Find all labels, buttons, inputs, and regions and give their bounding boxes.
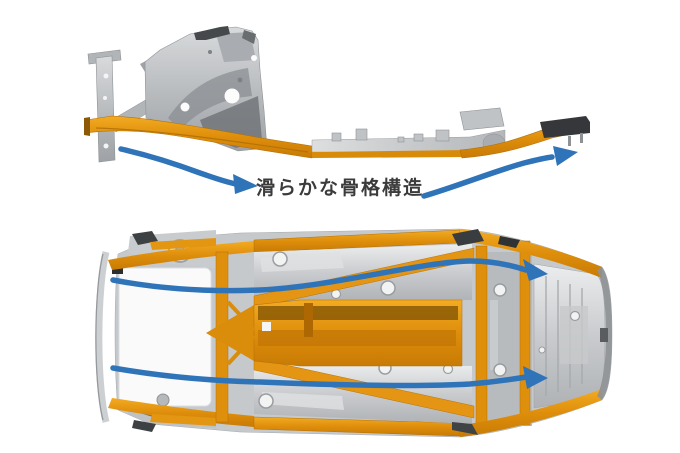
flow-arrow-underbody-upper-icon [110,258,548,294]
rear-rail-dark-tip [540,116,590,138]
rear-structure [452,229,612,437]
floor-sill [311,128,506,158]
rear-bracket [459,107,505,131]
tunnel-recess [258,306,458,320]
front-apron-panel [144,26,268,152]
panel-hole [224,88,240,104]
cowl-top-dark-part [194,26,230,40]
flow-arrow-side-right-icon [421,146,578,199]
flow-arrow-side-left-icon [118,146,258,194]
center-tunnel [206,299,463,367]
flow-arrow-underbody-lower-icon [110,365,548,389]
underbody-view [95,228,613,438]
front-bumper-beam [95,251,110,423]
caption-text: 滑らかな骨格構造 [256,178,425,199]
front-side-rail [84,115,313,159]
rear-cross-member-1 [475,245,488,431]
side-view-body-frame [84,26,590,199]
rear-side-rail [459,107,590,159]
rear-cross-member-2 [519,240,531,426]
rear-end-panel [597,267,612,400]
rear-rail-bottom [460,389,602,437]
tunnel-bracket [304,303,313,337]
rear-rail-top [460,229,602,278]
